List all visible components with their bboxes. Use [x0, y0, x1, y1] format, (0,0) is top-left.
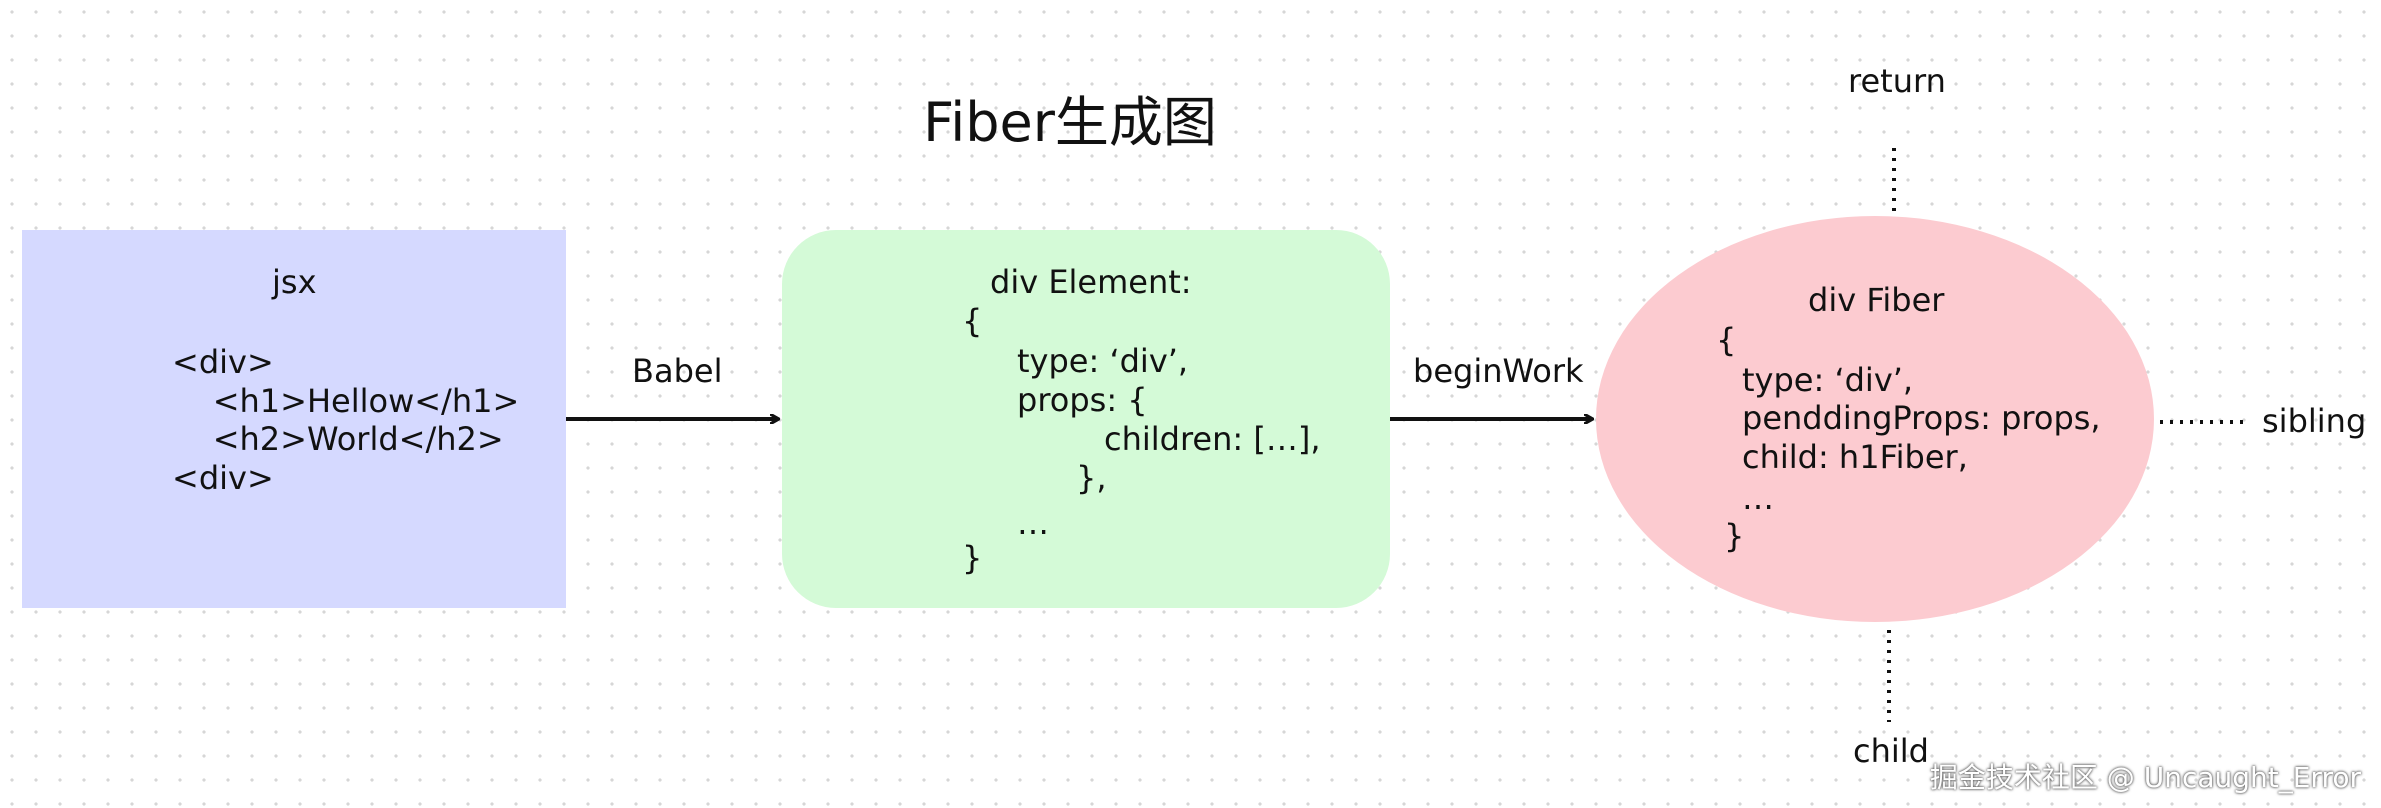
element-line: type: ‘div’,: [1017, 342, 1189, 380]
jsx-line: <h1>Hellow</h1>: [172, 382, 520, 420]
fiber-line: {: [1716, 321, 1737, 359]
element-line: },: [1076, 459, 1107, 497]
child-label: child: [1853, 732, 1929, 770]
fiber-line: penddingProps: props,: [1742, 399, 2101, 437]
watermark: 掘金技术社区 @ Uncaught_Error: [1929, 761, 2361, 794]
element-line: …: [1017, 504, 1049, 542]
diagram-title: Fiber生成图: [923, 91, 1217, 154]
fiber-line: div Fiber: [1808, 281, 1945, 319]
return-label: return: [1848, 62, 1946, 100]
fiber-line: type: ‘div’,: [1742, 361, 1914, 399]
fiber-line: child: h1Fiber,: [1742, 438, 1968, 476]
fiber-line: }: [1724, 517, 1745, 555]
beginwork-label: beginWork: [1413, 352, 1584, 390]
fiber-line: …: [1742, 479, 1774, 517]
jsx-line: <h2>World</h2>: [172, 420, 504, 458]
element-line: div Element:: [990, 263, 1192, 301]
sibling-label: sibling: [2262, 402, 2367, 440]
element-line: children: […],: [1104, 420, 1321, 458]
element-line: props: {: [1017, 381, 1148, 419]
jsx-box: [22, 230, 566, 608]
element-box: [782, 230, 1390, 608]
jsx-line: <div>: [172, 343, 274, 381]
jsx-line: <div>: [172, 459, 274, 497]
jsx-heading: jsx: [272, 263, 317, 301]
babel-label: Babel: [632, 352, 723, 390]
element-line: }: [962, 539, 983, 577]
fiber-node: [1596, 216, 2154, 622]
element-line: {: [962, 302, 983, 340]
